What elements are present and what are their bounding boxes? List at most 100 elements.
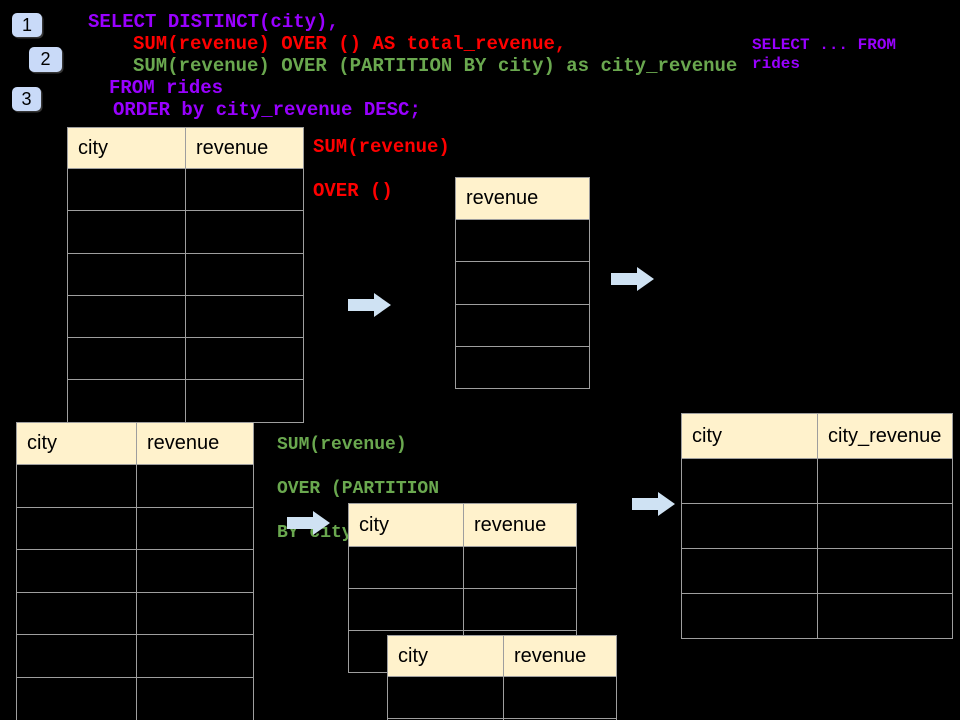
table-row [17, 464, 253, 507]
table-cell [464, 547, 576, 588]
table-cell [137, 508, 253, 550]
table-row [68, 210, 303, 253]
step-badge-3: 3 [12, 87, 41, 111]
table-row [682, 458, 952, 503]
table-header-row: city revenue [349, 504, 576, 546]
table-cell [68, 338, 186, 380]
table-cell [17, 592, 137, 635]
table-header-row: city revenue [388, 636, 616, 676]
table-cell [68, 295, 186, 338]
table-cell [456, 220, 589, 261]
table-cell [186, 254, 303, 295]
table-row [68, 168, 303, 211]
table-cell [186, 211, 303, 252]
table-cell [456, 347, 589, 388]
sql-line-order: ORDER by city_revenue DESC; [113, 99, 421, 121]
table-row [17, 676, 253, 720]
table-cell [137, 593, 253, 635]
annotation-total-line2: OVER () [313, 180, 393, 202]
annotation-partition-line2: OVER (PARTITION [277, 479, 440, 499]
sql-line-total-revenue: SUM(revenue) OVER () AS total_revenue, [133, 33, 567, 55]
table-cell [17, 550, 137, 592]
annotation-total-line1: SUM(revenue) [313, 136, 450, 158]
table-row [349, 588, 576, 630]
table-cell [68, 253, 186, 295]
arrow-right-icon [287, 511, 330, 535]
annotation-total-revenue: SUM(revenue) OVER () [313, 136, 450, 202]
table-rides-bottom: city revenue [16, 422, 254, 720]
annotation-partition-line1: SUM(revenue) [277, 435, 407, 455]
table-row [17, 591, 253, 635]
table-cell [68, 211, 186, 253]
table-row [456, 345, 589, 388]
table-header-row: revenue [456, 178, 589, 219]
table-row [17, 506, 253, 550]
table-cell [68, 169, 186, 211]
sql-line-partition: SUM(revenue) OVER (PARTITION BY city) as… [133, 55, 738, 77]
table-cell [818, 594, 952, 638]
table-row [456, 219, 589, 261]
column-header-city: city [388, 636, 504, 676]
table-cell [17, 677, 137, 720]
table-cell [818, 504, 952, 548]
table-row [682, 548, 952, 593]
column-header-city: city [349, 504, 464, 546]
table-cell [682, 594, 818, 638]
table-cell [464, 589, 576, 630]
table-cell [186, 169, 303, 210]
annotation-partition: SUM(revenue) OVER (PARTITION BY city) [277, 434, 439, 544]
table-cell [456, 305, 589, 346]
table-header-row: city revenue [17, 423, 253, 464]
column-header-revenue: revenue [196, 136, 269, 159]
table-cell [818, 459, 952, 503]
table-cell [186, 380, 303, 421]
table-row [349, 546, 576, 588]
table-row [68, 252, 303, 295]
column-header-revenue: revenue [514, 644, 587, 667]
table-cell [504, 677, 616, 718]
column-header-city: city [682, 414, 818, 458]
column-header-revenue: revenue [474, 513, 547, 536]
side-note-line2: rides [752, 55, 801, 73]
table-cell [388, 677, 504, 718]
table-cell [186, 338, 303, 379]
table-total-revenue: revenue [455, 177, 590, 390]
arrow-right-icon [632, 492, 675, 516]
table-row [68, 379, 303, 422]
table-row [682, 593, 952, 638]
table-rides-top: city revenue [67, 127, 304, 423]
table-cell [137, 465, 253, 507]
table-header-row: city revenue [68, 128, 303, 168]
table-cell [456, 262, 589, 303]
table-row [68, 337, 303, 380]
table-cell [137, 635, 253, 677]
table-partition-step-2: city revenue [387, 635, 617, 720]
table-cell [682, 504, 818, 548]
column-header-city: city [17, 423, 137, 464]
sql-line-select: SELECT DISTINCT(city), [88, 11, 339, 33]
table-cell [137, 678, 253, 720]
table-row [456, 261, 589, 303]
table-cell [349, 589, 464, 630]
table-city-revenue-result: city city_revenue [681, 413, 953, 639]
column-header-revenue: revenue [147, 432, 220, 454]
table-cell [349, 547, 464, 588]
table-row [68, 294, 303, 338]
sql-line-from: FROM rides [109, 77, 224, 99]
side-note-line1: SELECT ... FROM [752, 36, 897, 54]
arrow-right-icon [611, 267, 654, 291]
table-cell [68, 380, 186, 422]
step-badge-2: 2 [29, 47, 62, 72]
table-row [17, 549, 253, 592]
table-cell [137, 550, 253, 592]
arrow-right-icon [348, 293, 391, 317]
column-header-revenue: revenue [466, 187, 539, 209]
table-cell [682, 549, 818, 593]
step-badge-1: 1 [12, 13, 42, 37]
table-cell [17, 635, 137, 677]
table-cell [17, 507, 137, 550]
table-row [456, 303, 589, 346]
table-row [388, 676, 616, 718]
table-cell [818, 549, 952, 593]
